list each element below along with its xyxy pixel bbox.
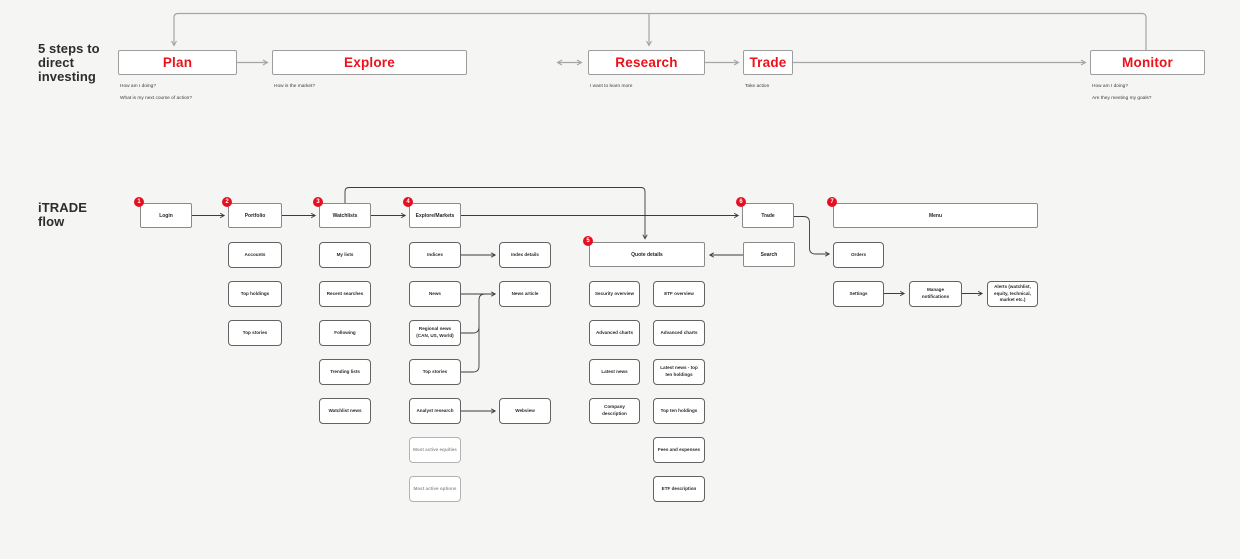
flow-node-trade: Trade <box>742 203 794 228</box>
step-explore-label: Explore <box>344 55 395 70</box>
flow-box-trending-lists: Trending lists <box>319 359 371 385</box>
flow-badge-2: 2 <box>222 197 232 207</box>
flow-box-security-overview: Security overview <box>589 281 640 307</box>
flow-box-watchlist-news: Watchlist news <box>319 398 371 424</box>
flow-box-most-active-equities: Most active equities <box>409 437 461 463</box>
step-explore-note-1: How is the market? <box>274 84 316 89</box>
step-monitor-label: Monitor <box>1122 55 1173 70</box>
flow-box-advanced-charts-left: Advanced charts <box>589 320 640 346</box>
flow-badge-3: 3 <box>313 197 323 207</box>
step-monitor-note-1: How am I doing? <box>1092 84 1128 89</box>
flow-box-my-lists: My lists <box>319 242 371 268</box>
flow-node-menu: Menu <box>833 203 1038 228</box>
flow-badge-7: 7 <box>827 197 837 207</box>
flow-box-alerts: Alerts (watchlist, equity, technical, ma… <box>987 281 1038 307</box>
flow-node-watchlists: Watchlists <box>319 203 371 228</box>
flow-box-regional-news: Regional news (CAN, US, World) <box>409 320 461 346</box>
flow-box-fees-and-expenses: Fees and expenses <box>653 437 705 463</box>
flow-box-latest-news: Latest news <box>589 359 640 385</box>
flow-box-top-ten-holdings: Top ten holdings <box>653 398 705 424</box>
flow-box-most-active-options: Most active options <box>409 476 461 502</box>
flow-box-accounts: Accounts <box>228 242 282 268</box>
flow-box-index-details: Index details <box>499 242 551 268</box>
step-explore: Explore <box>272 50 467 75</box>
step-research-label: Research <box>615 55 678 70</box>
flow-box-following: Following <box>319 320 371 346</box>
step-research-note-1: I want to learn more <box>590 84 633 89</box>
wire-monitor-feedback-to-plan <box>171 12 1147 50</box>
step-plan-note-2: What is my next course of action? <box>120 96 192 101</box>
flow-badge-4: 4 <box>403 197 413 207</box>
flow-badge-1: 1 <box>134 197 144 207</box>
step-monitor-note-2: Are they meeting my goals? <box>1092 96 1152 101</box>
flow-badge-6: 6 <box>736 197 746 207</box>
flow-box-manage-notifications: Manage notifications <box>909 281 962 307</box>
flow-badge-5: 5 <box>583 236 593 246</box>
flow-box-orders: Orders <box>833 242 884 268</box>
flow-box-top-holdings: Top holdings <box>228 281 282 307</box>
wire-regional-news-merge <box>461 293 486 334</box>
wire-watchlists-to-quote-details <box>344 187 648 240</box>
flow-node-explore-markets: Explore/Markets <box>409 203 461 228</box>
flow-box-top-stories-portfolio: Top stories <box>228 320 282 346</box>
step-plan-note-1: How am I doing? <box>120 84 156 89</box>
flow-node-quote-details: Quote details <box>589 242 705 267</box>
flow-box-recent-searches: Recent searches <box>319 281 371 307</box>
flow-box-indices: Indices <box>409 242 461 268</box>
step-trade-note-1: Take action <box>745 84 770 89</box>
flow-node-search: Search <box>743 242 795 267</box>
flow-box-latest-news-top-ten: Latest news - top ten holdings <box>653 359 705 385</box>
flow-box-news-article: News article <box>499 281 551 307</box>
flow-node-login: Login <box>140 203 192 228</box>
step-trade: Trade <box>743 50 793 75</box>
wire-trade-to-orders <box>794 216 831 257</box>
step-monitor: Monitor <box>1090 50 1205 75</box>
flow-section-title: iTRADE flow <box>38 200 87 229</box>
flow-node-portfolio: Portfolio <box>228 203 282 228</box>
flow-box-webview: Webview <box>499 398 551 424</box>
steps-section-title: 5 steps to direct investing <box>38 41 100 84</box>
flow-box-analyst-research: Analyst research <box>409 398 461 424</box>
step-research: Research <box>588 50 705 75</box>
step-trade-label: Trade <box>749 55 787 70</box>
flow-box-top-stories-explore: Top stories <box>409 359 461 385</box>
flow-box-etf-overview: ETF overview <box>653 281 705 307</box>
flow-box-advanced-charts-right: Advanced charts <box>653 320 705 346</box>
step-plan-label: Plan <box>162 55 193 70</box>
flow-box-company-description: Company description <box>589 398 640 424</box>
flow-box-settings: Settings <box>833 281 884 307</box>
flow-box-etf-description: ETF description <box>653 476 705 502</box>
step-plan: Plan <box>118 50 237 75</box>
wire-top-stories-merge <box>461 327 480 373</box>
flow-box-news: News <box>409 281 461 307</box>
